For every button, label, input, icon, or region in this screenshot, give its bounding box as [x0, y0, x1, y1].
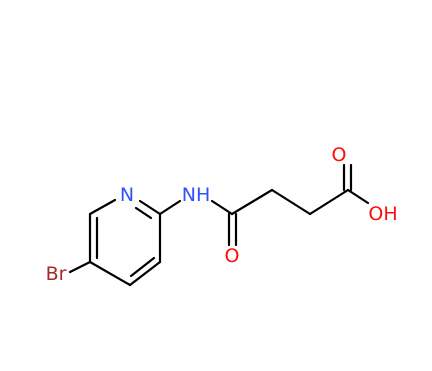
bond-c2-n1	[138, 199, 162, 216]
bond-c4-c3-inner	[129, 256, 156, 278]
pyridine-nitrogen-label: N	[120, 184, 134, 206]
bond-n1-c6	[88, 198, 117, 216]
bond-chain-2	[270, 188, 312, 216]
bond-c2-n1-inner	[134, 206, 153, 220]
bond-c4-c3	[128, 260, 162, 287]
bond-nh-c	[210, 199, 234, 216]
bond-c2-nh	[158, 199, 182, 216]
bond-chain-1	[230, 188, 274, 216]
bonds	[68, 163, 370, 287]
acid-hydroxyl-label: OH	[368, 203, 397, 225]
bond-acid-coh	[346, 188, 370, 205]
bond-chain-3	[308, 188, 350, 216]
amide-oxygen-label: O	[225, 245, 240, 267]
bromine-label: Br	[46, 263, 67, 285]
bond-c5-c4	[88, 260, 132, 287]
bond-c5-br	[68, 260, 92, 274]
acid-oxygen-label: O	[332, 144, 347, 166]
amide-nh-label: NH	[182, 184, 211, 206]
